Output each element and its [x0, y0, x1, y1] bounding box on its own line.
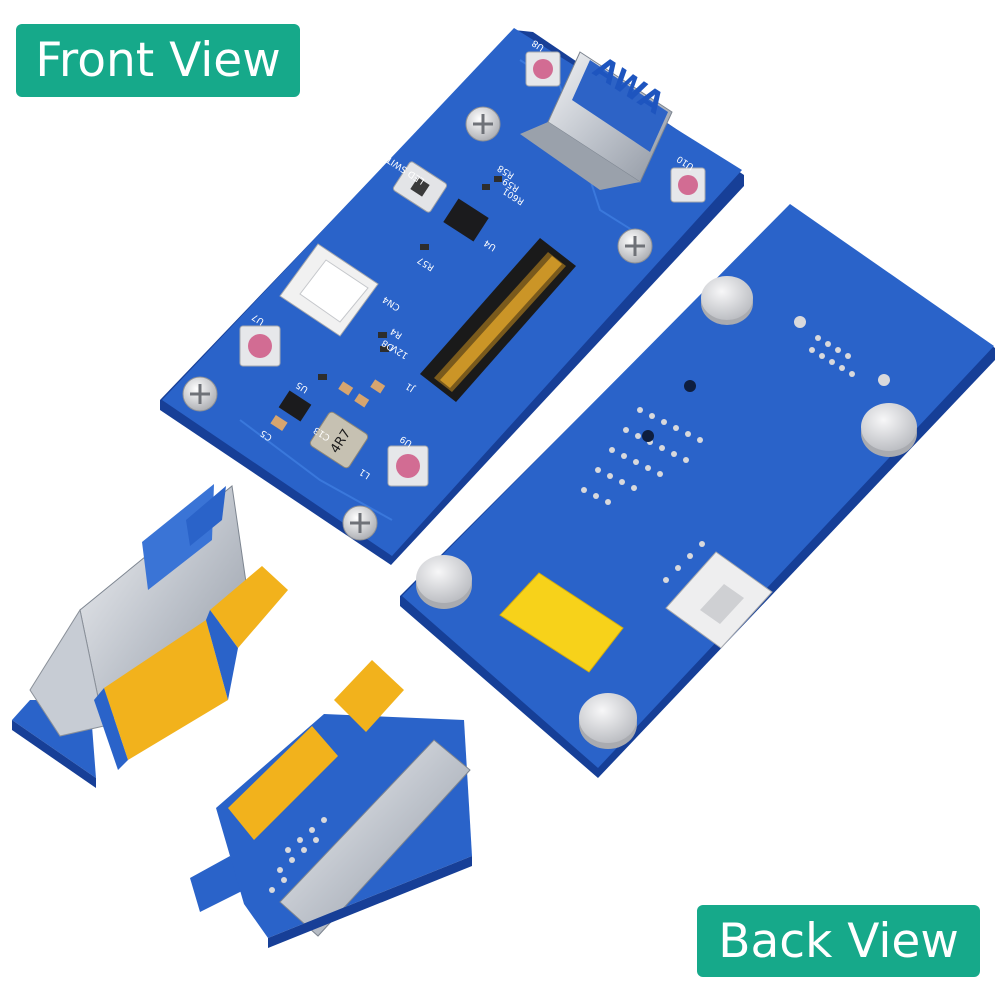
silk-j1: J1: [404, 380, 417, 394]
gold-contacts: [334, 660, 404, 732]
smd-components: [270, 176, 502, 432]
led-u8: [525, 51, 561, 87]
gold-contacts: [228, 726, 338, 840]
gold-contacts: [104, 620, 228, 760]
standoff-icon: [416, 555, 472, 609]
solder-points: [269, 817, 327, 893]
gold-contacts: [210, 566, 288, 648]
ic-u5: [278, 390, 312, 422]
back-view-label: Back View: [697, 905, 980, 977]
usb-adapter-bottom: [190, 660, 472, 948]
silk-l1: L1: [358, 466, 372, 480]
usb-adapter-left: [12, 484, 288, 788]
inductor-l1: 4R7: [309, 411, 369, 469]
led-u10: [670, 167, 706, 203]
screw-icon: [465, 106, 501, 142]
led-switch: [392, 161, 448, 213]
led-u9: [387, 445, 429, 487]
pcie-slot-j1: [420, 238, 576, 402]
back-board: [400, 204, 995, 778]
screw-icon: [617, 228, 653, 264]
front-view-label: Front View: [16, 24, 300, 97]
connector-back: [665, 551, 773, 649]
standoff-icon: [701, 276, 753, 325]
screw-icon: [342, 505, 378, 541]
solder-points: [581, 316, 890, 583]
screw-icon: [182, 376, 218, 412]
standoff-icon: [579, 693, 637, 749]
yellow-pad: [499, 572, 624, 673]
ic-u4: [443, 198, 489, 242]
led-u7: [239, 325, 281, 367]
front-board: AWA: [160, 28, 744, 565]
standoff-icon: [861, 403, 917, 457]
connector-cn4: [279, 243, 379, 337]
